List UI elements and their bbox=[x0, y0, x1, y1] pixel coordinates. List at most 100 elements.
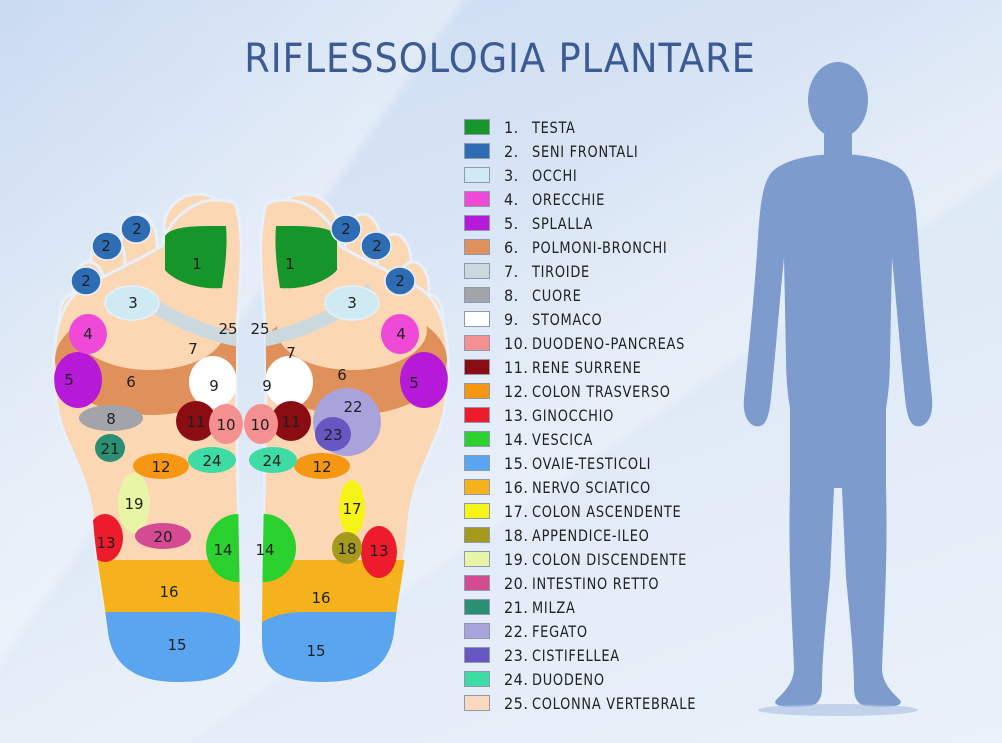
legend-item: 9. STOMACO bbox=[464, 308, 610, 330]
legend-number: 8. bbox=[504, 285, 519, 305]
legend-label: RENE SURRENE bbox=[532, 357, 642, 377]
zone-label: 15 bbox=[167, 636, 186, 654]
zone-label: 2 bbox=[132, 220, 142, 238]
zone-label: 4 bbox=[83, 325, 93, 343]
legend-label: COLON DISCENDENTE bbox=[532, 549, 688, 569]
legend-item: 4. ORECCHIE bbox=[464, 188, 613, 210]
right-foot bbox=[244, 192, 450, 684]
legend-item: 16.NERVO SCIATICO bbox=[464, 476, 664, 498]
zone-label: 2 bbox=[341, 220, 351, 238]
zone-label: 16 bbox=[159, 583, 178, 601]
legend-item: 21.MILZA bbox=[464, 596, 580, 618]
legend-number: 25. bbox=[504, 693, 529, 713]
legend-swatch bbox=[464, 455, 490, 471]
legend-swatch bbox=[464, 287, 490, 303]
zone-label: 1 bbox=[285, 255, 295, 273]
legend-item: 14.VESCICA bbox=[464, 428, 600, 450]
legend-item: 11.RENE SURRENE bbox=[464, 356, 654, 378]
legend-label: DUODENO bbox=[532, 669, 605, 689]
zone-label: 16 bbox=[311, 589, 330, 607]
legend-item: 23.CISTIFELLEA bbox=[464, 644, 630, 666]
legend-swatch bbox=[464, 527, 490, 543]
legend-label: STOMACO bbox=[532, 309, 603, 329]
human-silhouette-icon bbox=[743, 62, 933, 716]
legend-swatch bbox=[464, 311, 490, 327]
zone-label: 9 bbox=[262, 377, 272, 395]
left-foot bbox=[52, 192, 243, 684]
legend-swatch bbox=[464, 359, 490, 375]
zone-label: 14 bbox=[255, 541, 274, 559]
legend-label: COLON TRASVERSO bbox=[532, 381, 671, 401]
legend-number: 4. bbox=[504, 189, 519, 209]
zone-label: 15 bbox=[306, 642, 325, 660]
legend-item: 3.OCCHI bbox=[464, 164, 583, 186]
zone-label: 12 bbox=[151, 458, 170, 476]
legend-item: 1. TESTA bbox=[464, 116, 580, 138]
zone-label: 6 bbox=[126, 373, 136, 391]
legend-number: 11. bbox=[504, 357, 529, 377]
legend-number: 23. bbox=[504, 645, 529, 665]
legend-label: ORECCHIE bbox=[532, 189, 605, 209]
legend-label: CUORE bbox=[532, 285, 582, 305]
legend-number: 19. bbox=[504, 549, 529, 569]
legend-number: 14. bbox=[504, 429, 529, 449]
legend-item: 5.SPLALLA bbox=[464, 212, 600, 234]
legend-swatch bbox=[464, 263, 490, 279]
legend-item: 6.POLMONI-BRONCHI bbox=[464, 236, 683, 258]
legend-item: 13.GINOCCHIO bbox=[464, 404, 623, 426]
legend-swatch bbox=[464, 647, 490, 663]
legend-item: 25.COLONNA VERTEBRALE bbox=[464, 692, 714, 714]
legend-label: POLMONI-BRONCHI bbox=[532, 237, 668, 257]
zone-label: 1 bbox=[192, 255, 202, 273]
legend-item: 7.TIROIDE bbox=[464, 260, 596, 282]
legend-number: 12. bbox=[504, 381, 529, 401]
legend-number: 13. bbox=[504, 405, 529, 425]
page-title: RIFLESSOLOGIA PLANTARE bbox=[244, 36, 756, 82]
legend-number: 1. bbox=[504, 117, 519, 137]
zone-labels: 1 1 2 2 2 2 2 2 3 3 4 4 5 5 6 6 7 7 8 9 … bbox=[64, 220, 419, 660]
legend-number: 22. bbox=[504, 621, 529, 641]
zone-label: 3 bbox=[347, 294, 357, 312]
legend-number: 5. bbox=[504, 213, 519, 233]
legend-swatch bbox=[464, 335, 490, 351]
legend-swatch bbox=[464, 695, 490, 711]
legend-label: TIROIDE bbox=[532, 261, 590, 281]
zone-label: 2 bbox=[395, 272, 405, 290]
zone-label: 7 bbox=[286, 344, 296, 362]
legend-label: INTESTINO RETTO bbox=[532, 573, 660, 593]
zone-label: 8 bbox=[106, 410, 116, 428]
legend-number: 17. bbox=[504, 501, 529, 521]
zone-label: 3 bbox=[128, 294, 138, 312]
legend-number: 20. bbox=[504, 573, 529, 593]
legend-swatch bbox=[464, 167, 490, 183]
zone-label: 14 bbox=[213, 541, 232, 559]
zone-label: 23 bbox=[323, 426, 342, 444]
zone-label: 21 bbox=[100, 440, 119, 458]
legend-label: NERVO SCIATICO bbox=[532, 477, 651, 497]
legend-number: 18. bbox=[504, 525, 529, 545]
zone-label: 19 bbox=[124, 495, 143, 513]
legend-swatch bbox=[464, 551, 490, 567]
legend-number: 10. bbox=[504, 333, 529, 353]
legend-label: TESTA bbox=[532, 117, 576, 137]
legend-label: MILZA bbox=[532, 597, 576, 617]
legend-swatch bbox=[464, 575, 490, 591]
legend-item: 19.COLON DISCENDENTE bbox=[464, 548, 704, 570]
zone-label: 2 bbox=[101, 237, 111, 255]
legend-swatch bbox=[464, 191, 490, 207]
zone-label: 9 bbox=[209, 377, 219, 395]
legend-label: OVAIE-TESTICOLI bbox=[532, 453, 652, 473]
legend-number: 9. bbox=[504, 309, 519, 329]
legend-swatch bbox=[464, 503, 490, 519]
legend-label: APPENDICE-ILEO bbox=[532, 525, 650, 545]
legend-item: 12.COLON TRASVERSO bbox=[464, 380, 686, 402]
zone-label: 25 bbox=[250, 320, 269, 338]
zone-label: 12 bbox=[312, 458, 331, 476]
zone-label: 5 bbox=[64, 371, 74, 389]
zone-label: 18 bbox=[337, 540, 356, 558]
zone-label: 7 bbox=[188, 340, 198, 358]
legend-number: 2. bbox=[504, 141, 519, 161]
zone-label: 20 bbox=[153, 528, 172, 546]
legend-number: 3. bbox=[504, 165, 519, 185]
legend-swatch bbox=[464, 239, 490, 255]
